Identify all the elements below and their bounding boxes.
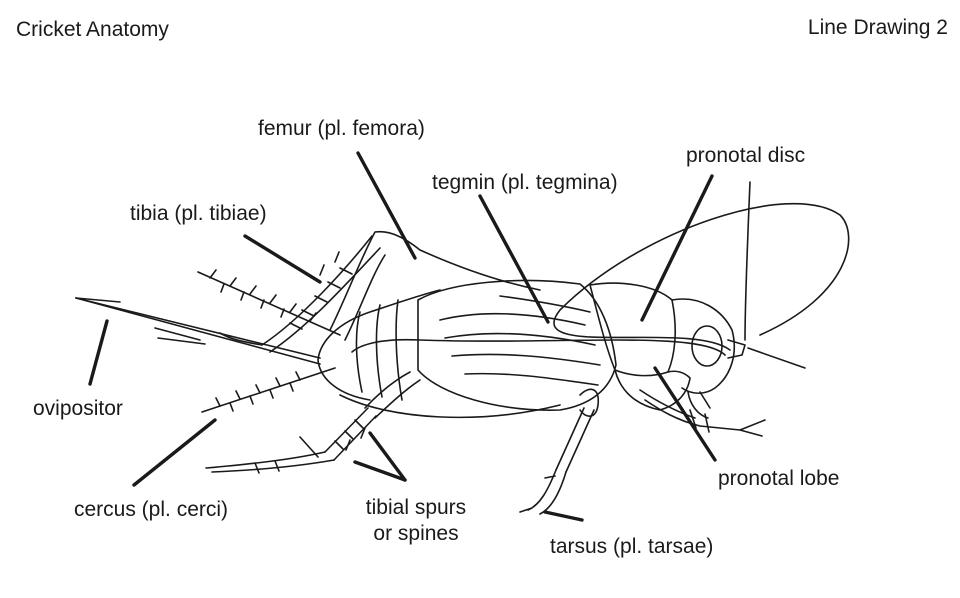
label-tibial-spurs-line1: tibial spurs bbox=[365, 496, 467, 519]
lower-cercus bbox=[202, 368, 335, 412]
label-tibia: tibia (pl. tibiae) bbox=[130, 202, 267, 225]
label-cercus: cercus (pl. cerci) bbox=[74, 498, 229, 521]
leader-pronotal-disc bbox=[642, 176, 712, 320]
label-ovipositor: ovipositor bbox=[33, 397, 123, 420]
pronotal-lobe-outline bbox=[615, 370, 690, 410]
pronotal-disc-outline bbox=[590, 283, 675, 375]
front-leg bbox=[640, 390, 765, 436]
leader-tarsus bbox=[545, 512, 582, 520]
abdomen bbox=[318, 290, 560, 417]
middle-and-front-legs bbox=[520, 389, 765, 514]
antenna-inner bbox=[352, 340, 725, 355]
leader-lines bbox=[90, 153, 715, 520]
diagram-subtitle: Line Drawing 2 bbox=[807, 16, 948, 39]
antenna-front-right bbox=[748, 348, 805, 368]
hind-femur bbox=[330, 232, 540, 340]
leader-tibia bbox=[245, 236, 320, 282]
leader-tibial-spurs-a bbox=[370, 433, 405, 480]
label-pronotal-lobe: pronotal lobe bbox=[718, 467, 840, 490]
middle-tarsus bbox=[520, 470, 566, 514]
cerci-shape bbox=[155, 270, 340, 412]
leader-cercus bbox=[134, 420, 215, 485]
label-pronotal-disc: pronotal disc bbox=[686, 144, 806, 167]
label-femur: femur (pl. femora) bbox=[258, 117, 425, 140]
diagram-title: Cricket Anatomy bbox=[16, 18, 169, 41]
antennae bbox=[352, 182, 849, 368]
head bbox=[672, 299, 745, 418]
ovipositor-shape bbox=[76, 298, 320, 364]
leader-tegmin bbox=[480, 196, 548, 322]
pronotum bbox=[590, 283, 690, 410]
middle-tibia bbox=[556, 408, 594, 472]
upper-cercus bbox=[198, 272, 340, 335]
hind-leg bbox=[220, 232, 540, 352]
leader-pronotal-lobe bbox=[655, 368, 715, 460]
near-hind-femur bbox=[365, 372, 420, 418]
label-tibial-spurs-line2: or spines bbox=[373, 522, 459, 545]
label-tibial-spurs: tibial spurs or spines bbox=[356, 495, 476, 547]
leader-tibial-spurs-b bbox=[355, 462, 405, 480]
tegmina bbox=[418, 281, 616, 411]
middle-femur bbox=[580, 389, 598, 416]
compound-eye bbox=[692, 326, 722, 366]
near-hind-leg bbox=[206, 372, 420, 473]
tegmen-outline bbox=[418, 281, 616, 411]
label-tegmin: tegmin (pl. tegmina) bbox=[432, 171, 618, 194]
leader-femur bbox=[358, 153, 415, 258]
near-hind-tarsus bbox=[206, 437, 334, 472]
label-tarsus: tarsus (pl. tarsae) bbox=[550, 535, 714, 558]
near-hind-tibia bbox=[325, 408, 376, 460]
leader-ovipositor bbox=[90, 321, 107, 384]
antenna-front-left bbox=[745, 182, 750, 340]
hind-tibia bbox=[262, 236, 380, 352]
